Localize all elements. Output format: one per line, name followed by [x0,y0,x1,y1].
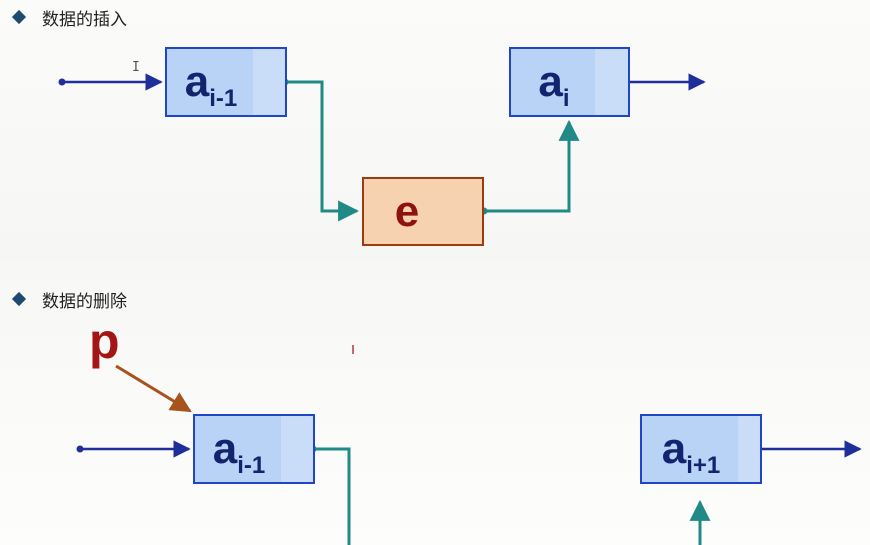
node-data-field: ai-1 [195,416,285,482]
node-label-main: a [212,424,238,473]
node-label-main: a [661,424,687,473]
delete-heading: 数据的删除 [11,288,127,312]
delete-head-arrow [76,440,191,458]
node-pointer-field [448,179,482,244]
node-label-main: e [394,186,420,236]
node-pointer-field [738,416,760,482]
insert-head-arrow [58,73,163,91]
node-pointer-field [595,49,628,115]
node-a-i-minus-1-delete: ai-1 [193,414,315,484]
node-e-new: e [362,177,484,246]
node-data-field: e [364,179,452,244]
node-label-sub: i+1 [686,452,721,479]
link-prev-down [309,445,351,545]
delete-panel-background [0,262,870,545]
text-cursor-icon: I [132,60,140,75]
node-pointer-field [281,416,313,482]
link-prev-to-new [281,78,360,222]
link-new-to-next [480,119,580,215]
pointer-p-label: p [89,313,120,369]
node-label-main: a [184,57,210,106]
node-data-field: ai [511,49,599,115]
node-data-field: ai+1 [642,416,742,482]
diamond-bullet-icon [11,291,27,307]
insert-section-title: 数据的插入 [42,9,127,30]
pointer-p-arrow [115,364,192,413]
node-a-i-plus-1-delete: ai+1 [640,414,762,484]
node-a-i-insert: ai [509,47,630,117]
diamond-bullet-icon [11,9,27,25]
node-label-sub: i [562,85,570,112]
stray-mark [352,345,354,354]
node-label-sub: i-1 [237,452,266,479]
node-pointer-field [253,49,285,115]
node-label-main: a [538,57,563,106]
node-label-sub: i-1 [209,85,238,112]
node-data-field: ai-1 [167,49,257,115]
delete-section-title: 数据的删除 [42,291,127,312]
insert-heading: 数据的插入 [11,6,127,30]
node-a-i-minus-1-insert: ai-1 [165,47,287,117]
